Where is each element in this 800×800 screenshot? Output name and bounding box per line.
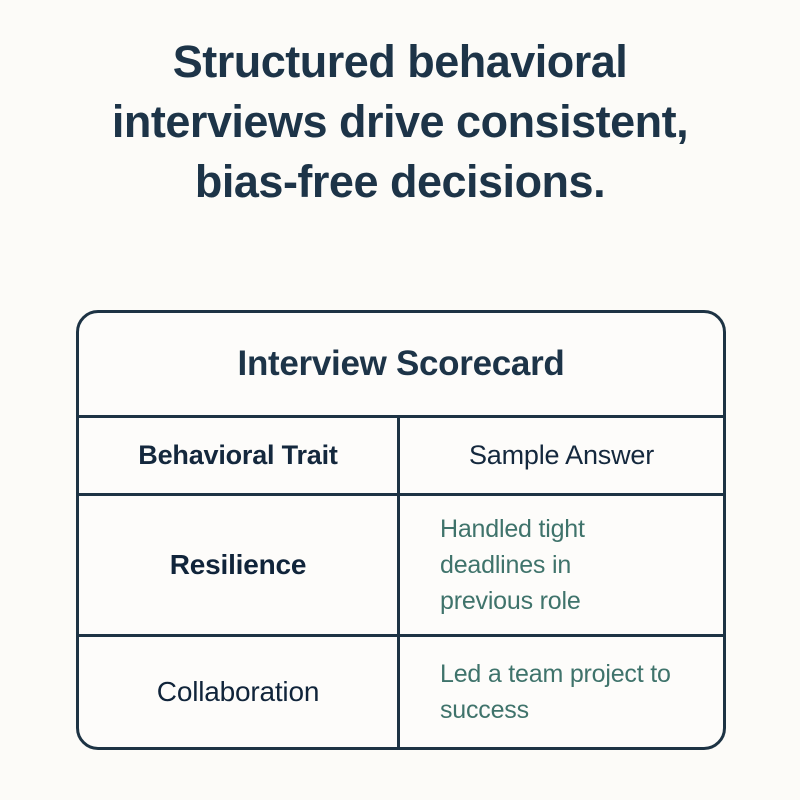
column-header-sample-answer: Sample Answer <box>469 440 654 471</box>
answer-cell: Led a team project to success <box>400 637 723 747</box>
scorecard-table: Behavioral Trait Sample Answer Resilienc… <box>79 418 723 747</box>
card-title: Interview Scorecard <box>79 313 723 418</box>
table-row: Resilience Handled tight deadlines in pr… <box>79 496 723 638</box>
answer-text: Handled tight deadlines in previous role <box>440 515 585 616</box>
page-headline: Structured behavioral interviews drive c… <box>111 36 689 207</box>
column-header-behavioral-trait: Behavioral Trait <box>79 418 400 494</box>
table-row: Collaboration Led a team project to succ… <box>79 637 723 747</box>
trait-cell: Collaboration <box>79 637 400 747</box>
table-header-row: Behavioral Trait Sample Answer <box>79 418 723 497</box>
answer-cell: Handled tight deadlines in previous role <box>400 496 723 634</box>
trait-cell: Resilience <box>79 496 400 635</box>
interview-scorecard-card: Interview Scorecard Behavioral Trait Sam… <box>76 310 726 750</box>
answer-text: Led a team project to success <box>440 660 671 724</box>
